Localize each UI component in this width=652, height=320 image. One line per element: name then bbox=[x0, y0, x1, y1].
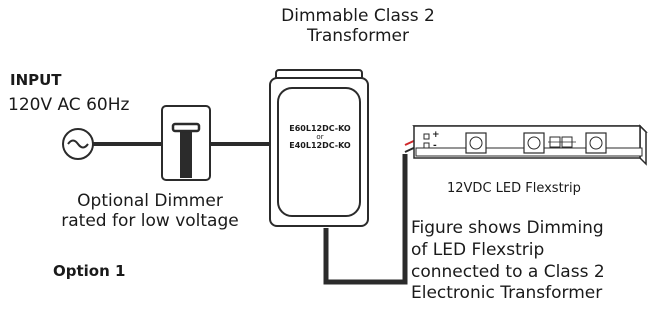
transformer-model-or: or bbox=[316, 133, 324, 141]
dimmer-label-line1: Optional Dimmer bbox=[77, 191, 223, 211]
input-heading: INPUT bbox=[10, 71, 62, 89]
dimmer-label-line2: rated for low voltage bbox=[61, 211, 239, 232]
positive-terminal-label: + bbox=[432, 130, 440, 140]
figure-caption: Figure shows Dimming of LED Flexstrip co… bbox=[411, 218, 647, 305]
transformer-model-1: E60L12DC-KO bbox=[289, 124, 351, 133]
ac-source-icon bbox=[62, 128, 94, 160]
caption-line4: Electronic Transformer bbox=[411, 283, 603, 304]
transformer-title-line2: Transformer bbox=[306, 26, 409, 47]
caption-line2: of LED Flexstrip bbox=[411, 239, 545, 260]
option-label: Option 1 bbox=[53, 262, 126, 280]
transformer-model-2: E40L12DC-KO bbox=[289, 141, 351, 150]
output-wire bbox=[323, 154, 408, 285]
led-flexstrip bbox=[412, 124, 648, 166]
negative-terminal-label: - bbox=[433, 141, 437, 151]
dimmer-switch bbox=[161, 105, 211, 181]
dimmer-label: Optional Dimmer rated for low voltage bbox=[30, 191, 270, 232]
input-spec: 120V AC 60Hz bbox=[8, 95, 130, 115]
flexstrip-label: 12VDC LED Flexstrip bbox=[447, 181, 581, 196]
transformer-box bbox=[269, 69, 369, 227]
transformer-title-line1: Dimmable Class 2 bbox=[281, 6, 435, 26]
caption-line1: Figure shows Dimming bbox=[411, 218, 604, 238]
transformer-title: Dimmable Class 2 Transformer bbox=[248, 6, 468, 47]
caption-line3: connected to a Class 2 bbox=[411, 261, 605, 282]
